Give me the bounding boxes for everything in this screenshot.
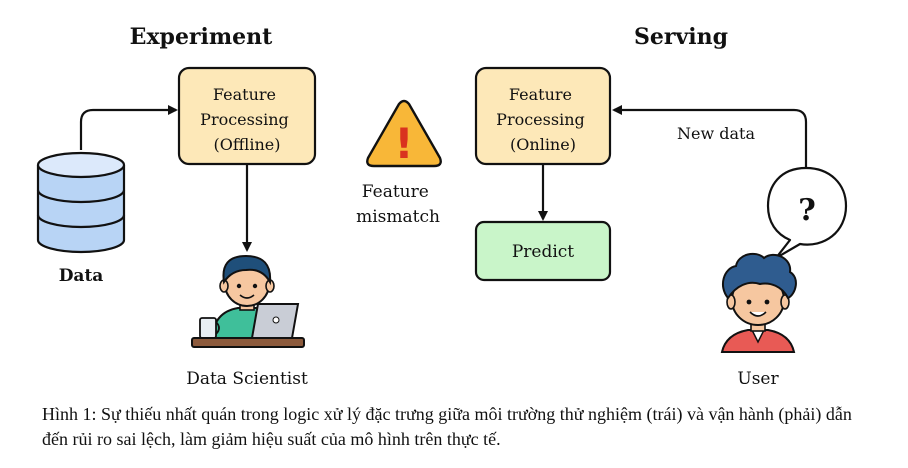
data-label: Data (59, 266, 104, 286)
question-bubble-icon: ? (766, 166, 848, 260)
svg-text:Feature Processing: Feature Processing (Offline) (200, 85, 294, 154)
warning-symbol: ! (394, 119, 413, 168)
figure-caption: Hình 1: Sự thiếu nhất quán trong logic x… (42, 404, 852, 449)
predict-box: Predict (474, 220, 612, 282)
new-data-arrow (612, 105, 808, 168)
data-to-offline-arrow (79, 105, 178, 150)
svg-text:Feature mismatch: Feature mismatch (356, 182, 440, 227)
offline-processing-box: Feature Processing (Offline) (177, 66, 317, 166)
online-box-line-2: Processing (496, 110, 585, 129)
data-scientist-label: Data Scientist (186, 369, 308, 389)
offline-box-line-1: Feature (213, 85, 276, 104)
experiment-title: Experiment (130, 24, 273, 50)
warning-icon: ! (366, 99, 442, 168)
offline-box-line-3: (Offline) (214, 135, 281, 154)
serving-title: Serving (634, 24, 728, 50)
online-processing-box: Feature Processing (Online) (474, 66, 612, 166)
online-box-line-1: Feature (509, 85, 572, 104)
user-label: User (737, 369, 779, 389)
database-icon (36, 151, 126, 254)
question-mark: ? (798, 193, 816, 228)
online-box-line-3: (Online) (510, 135, 576, 154)
user-illustration (720, 252, 797, 353)
mismatch-label-line-1: Feature (362, 182, 429, 202)
svg-text:Feature Processing: Feature Processing (Online) (496, 85, 590, 154)
new-data-label: New data (677, 124, 755, 143)
data-scientist-illustration (191, 254, 305, 348)
offline-box-line-2: Processing (200, 110, 289, 129)
mismatch-label-line-2: mismatch (356, 207, 440, 227)
predict-label: Predict (512, 242, 574, 262)
